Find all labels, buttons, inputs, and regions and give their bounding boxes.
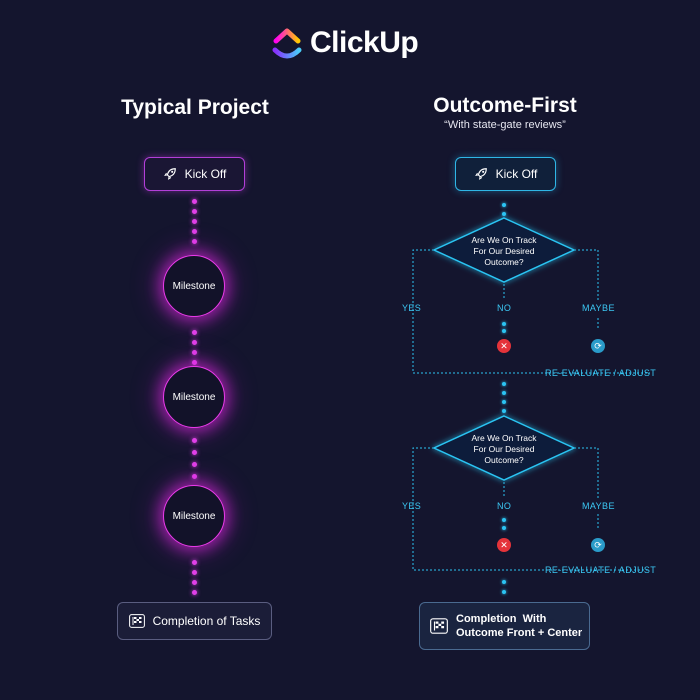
connector-dot (192, 560, 197, 565)
connector-dot (502, 212, 506, 216)
gate-1-no-label: NO (497, 303, 512, 313)
left-completion-box: Completion of Tasks (117, 602, 272, 640)
gate-1-loop-label: RE-EVALUATE / ADJUST (545, 368, 657, 378)
no-x-icon: ✕ (497, 339, 511, 353)
clickup-logo: ClickUp (272, 24, 419, 62)
connector-dot (192, 438, 197, 443)
connector-dot (192, 330, 197, 335)
right-column-title: Outcome-First (433, 94, 577, 117)
connector-dot (502, 409, 506, 413)
milestone-label: Milestone (172, 510, 216, 522)
gate-2-diamond (432, 415, 576, 481)
question-line: For Our Desired (473, 246, 535, 256)
connector-dot (502, 329, 506, 333)
connector-dot (192, 462, 197, 467)
connector-dot (192, 360, 197, 365)
left-kickoff-label: Kick Off (184, 167, 227, 181)
right-completion-box: Completion With Outcome Front + Center (419, 602, 590, 650)
brand-name: ClickUp (310, 26, 419, 59)
question-line: Are We On Track (471, 235, 537, 245)
connector-dot (502, 382, 506, 386)
milestone-node: Milestone (163, 485, 225, 547)
gate-1-maybe-label: MAYBE (582, 303, 615, 313)
completion-line: Outcome Front + Center (456, 627, 583, 639)
gate-1-diamond (432, 217, 576, 283)
connector-dot (502, 203, 506, 207)
clickup-logo-icon (272, 28, 302, 59)
left-column-title: Typical Project (121, 96, 269, 119)
gate-2-loop-label: RE-EVALUATE / ADJUST (545, 565, 657, 575)
connector-dot (502, 322, 506, 326)
connector-dot (192, 239, 197, 244)
refresh-icon: ⟳ (591, 339, 605, 353)
gate-1-yes-label: YES (402, 303, 422, 313)
question-line: Outcome? (484, 257, 524, 267)
connector-dot (192, 340, 197, 345)
connector-dot (192, 474, 197, 479)
milestone-label: Milestone (172, 280, 216, 292)
question-line: For Our Desired (473, 444, 535, 454)
connector-dot (192, 450, 197, 455)
rocket-icon (474, 168, 487, 180)
connector-dot (192, 570, 197, 575)
connector-dot (192, 350, 197, 355)
connector-dot (502, 391, 506, 395)
connector-dot (192, 199, 197, 204)
refresh-icon: ⟳ (591, 538, 605, 552)
connector-dot (192, 229, 197, 234)
milestone-node: Milestone (163, 366, 225, 428)
connector-dot (502, 400, 506, 404)
connector-dot (192, 219, 197, 224)
no-x-icon: ✕ (497, 538, 511, 552)
gate-2-no-label: NO (497, 501, 512, 511)
right-kickoff-label: Kick Off (495, 167, 538, 181)
left-kickoff-box: Kick Off (144, 157, 245, 191)
rocket-icon (163, 168, 176, 180)
question-line: Outcome? (484, 455, 524, 465)
milestone-label: Milestone (172, 391, 216, 403)
right-kickoff-box: Kick Off (455, 157, 556, 191)
gate-2-maybe-label: MAYBE (582, 501, 615, 511)
connector-dot (502, 580, 506, 584)
connector-dot (192, 590, 197, 595)
checkered-flag-icon (430, 618, 448, 634)
question-line: Are We On Track (471, 433, 537, 443)
checkered-flag-icon (128, 614, 145, 628)
milestone-node: Milestone (163, 255, 225, 317)
left-completion-label: Completion of Tasks (152, 614, 261, 628)
connector-dot (502, 590, 506, 594)
right-column-subtitle: “With state-gate reviews” (444, 119, 566, 131)
connector-dot (502, 526, 506, 530)
connector-dot (192, 209, 197, 214)
connector-dot (192, 580, 197, 585)
right-completion-text: Completion With Outcome Front + Center (456, 612, 582, 640)
gate-1-question: Are We On Track For Our Desired Outcome? (454, 235, 554, 268)
completion-line: Completion With (456, 613, 547, 625)
connector-dot (502, 518, 506, 522)
gate-2-yes-label: YES (402, 501, 422, 511)
gate-2-question: Are We On Track For Our Desired Outcome? (454, 433, 554, 466)
